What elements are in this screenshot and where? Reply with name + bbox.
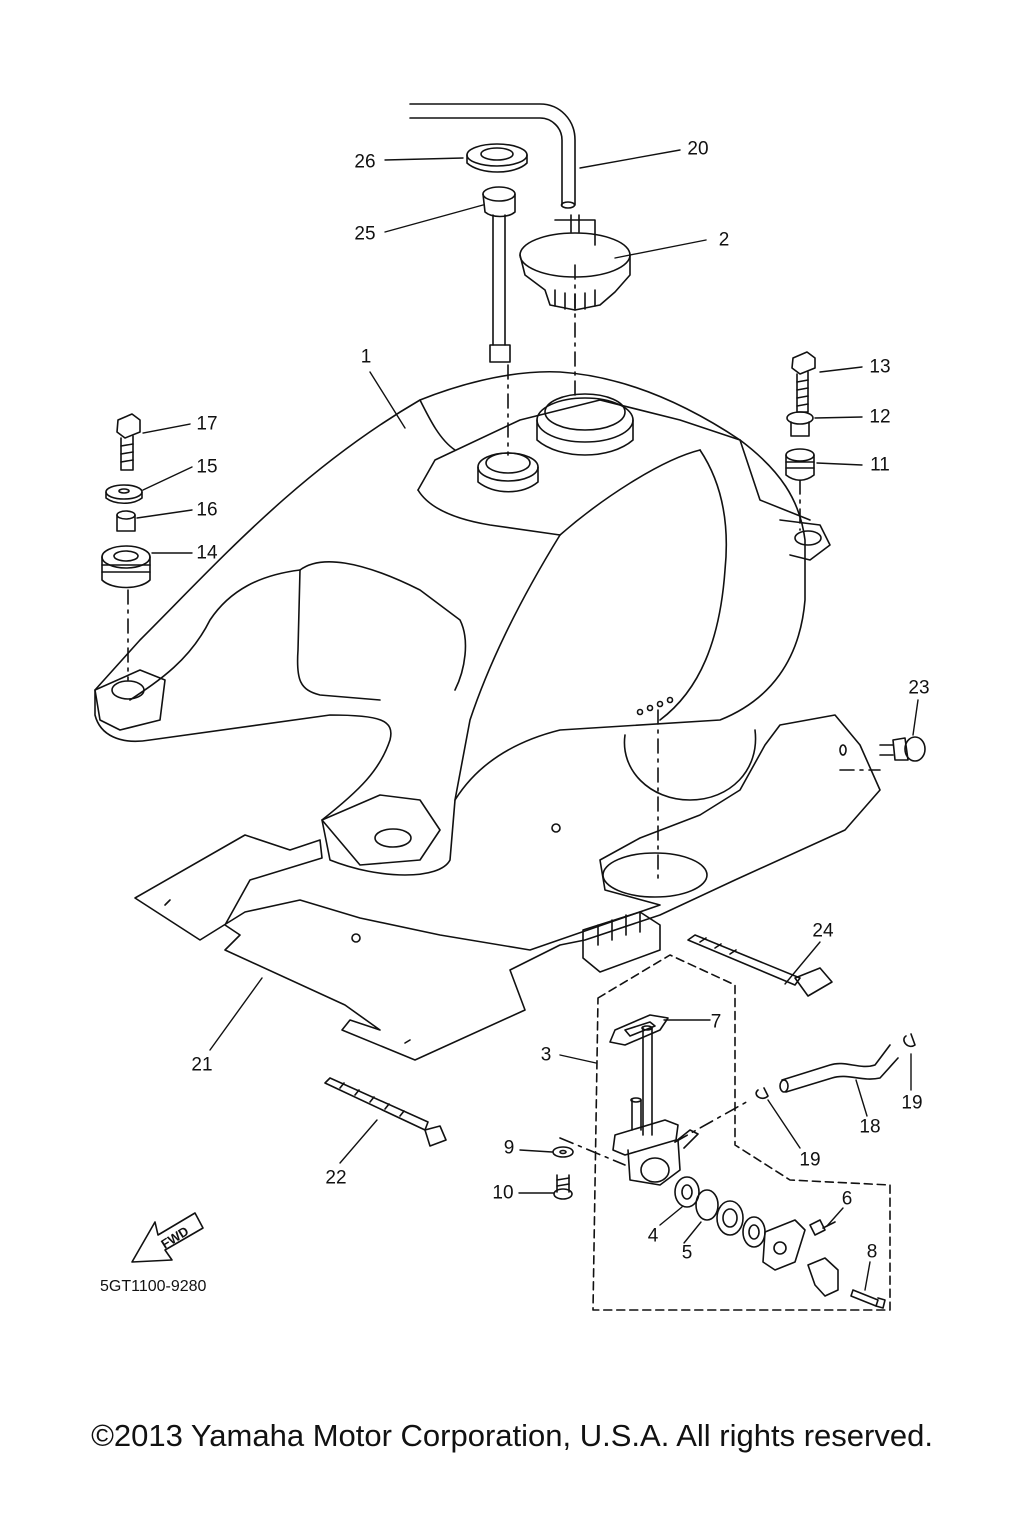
callout-12: 12 <box>869 406 891 428</box>
lever <box>807 1257 839 1297</box>
valve-seal <box>716 1200 766 1248</box>
bolt-23 <box>839 736 926 762</box>
leader-lines <box>136 149 919 1291</box>
collar-12 <box>786 411 814 437</box>
grommet-26 <box>466 143 528 173</box>
screw-6 <box>809 1219 836 1236</box>
callout-5: 5 <box>681 1242 693 1264</box>
diagram-code: 5GT1100-9280 <box>100 1278 207 1295</box>
fuel-hose-18 <box>779 1044 899 1093</box>
callout-7: 7 <box>710 1011 722 1033</box>
fuel-gauge-25 <box>482 186 516 363</box>
collar-16 <box>116 510 136 532</box>
breather-hose <box>409 103 576 209</box>
cable-clamp <box>582 911 661 973</box>
callout-20: 20 <box>687 138 709 160</box>
washer-9 <box>552 1146 574 1158</box>
callout-21: 21 <box>191 1054 213 1076</box>
callout-16: 16 <box>196 499 218 521</box>
damper-14 <box>101 545 151 589</box>
callout-10: 10 <box>492 1182 514 1204</box>
callout-17: 17 <box>196 413 218 435</box>
callout-15: 15 <box>196 456 218 478</box>
callout-18: 18 <box>859 1116 881 1138</box>
callout-9: 9 <box>503 1137 515 1159</box>
callout-4: 4 <box>647 1225 659 1247</box>
cable-tie-22 <box>324 1077 447 1147</box>
centerlines <box>127 264 881 1166</box>
washer-15 <box>105 484 143 505</box>
callout-14: 14 <box>196 542 218 564</box>
callout-26: 26 <box>354 151 376 173</box>
protector-plate <box>134 714 881 1061</box>
callout-1: 1 <box>360 346 372 368</box>
screw-8 <box>850 1289 886 1309</box>
callout-8: 8 <box>866 1241 878 1263</box>
fuel-tank <box>94 370 831 876</box>
callout-19b: 19 <box>901 1092 923 1114</box>
filter-5 <box>695 1189 719 1221</box>
callout-19a: 19 <box>799 1149 821 1171</box>
o-ring-4 <box>674 1176 700 1208</box>
screw-10 <box>553 1174 573 1200</box>
callout-6: 6 <box>841 1188 853 1210</box>
callout-3: 3 <box>540 1044 552 1066</box>
callout-2: 2 <box>718 229 730 251</box>
fuel-cock-box <box>592 954 891 1311</box>
fwd-arrow <box>131 1212 204 1263</box>
cable-tie-24 <box>687 934 833 997</box>
damper-11 <box>785 448 815 482</box>
callout-13: 13 <box>869 356 891 378</box>
clip-19 <box>755 1033 916 1100</box>
bolt-13 <box>791 351 816 413</box>
bolt-17 <box>116 413 141 471</box>
callout-25: 25 <box>354 223 376 245</box>
copyright-notice: ©2013 Yamaha Motor Corporation, U.S.A. A… <box>91 1418 933 1453</box>
gasket-7 <box>609 1014 669 1046</box>
callout-11: 11 <box>870 454 890 476</box>
fuel-cap-2 <box>519 214 631 311</box>
lever-plate <box>762 1219 806 1271</box>
callout-22: 22 <box>325 1167 347 1189</box>
callout-23: 23 <box>908 677 930 699</box>
fuel-cock-3 <box>612 1025 699 1186</box>
callout-24: 24 <box>812 920 834 942</box>
